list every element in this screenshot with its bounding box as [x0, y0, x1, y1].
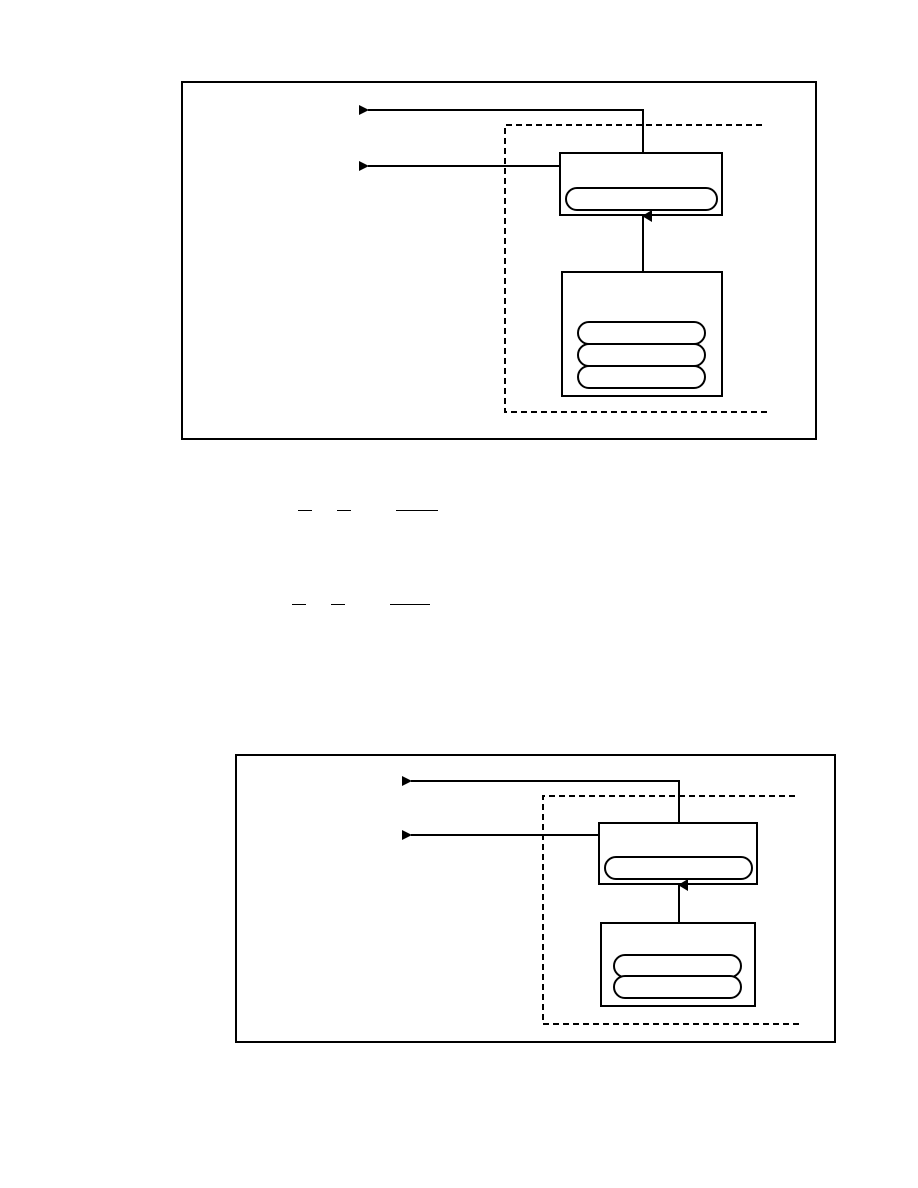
equation-1-bar-3	[396, 510, 438, 511]
equation-2-bar-3	[390, 604, 430, 605]
equation-1-bar-2	[337, 510, 351, 511]
dashed-boundary	[504, 124, 768, 413]
equation-1-bar-1	[298, 510, 312, 511]
equation-2-bar-1	[292, 604, 306, 605]
figure-top	[181, 81, 817, 440]
lower-pill-bottom-1	[613, 954, 742, 978]
arrow-top-output-bottom	[402, 776, 680, 823]
upper-block-pill	[565, 187, 718, 211]
arrow-top-output	[359, 105, 644, 153]
upper-block-pill-bottom	[604, 856, 753, 880]
outer-frame	[181, 81, 817, 440]
lower-pill-bottom-2	[613, 975, 742, 999]
dashed-boundary-bottom	[542, 795, 802, 1025]
lower-pill-3	[577, 365, 706, 389]
outer-frame-bottom	[235, 754, 836, 1043]
equation-2-bar-2	[331, 604, 345, 605]
